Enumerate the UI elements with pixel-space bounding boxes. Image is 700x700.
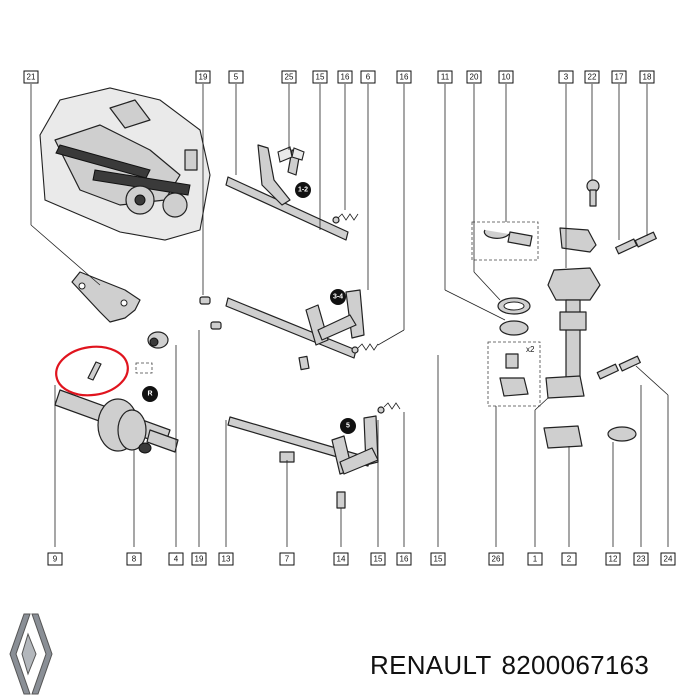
svg-text:19: 19 — [199, 73, 208, 82]
callout-15: 15 — [370, 552, 386, 566]
callout-24: 24 — [660, 552, 676, 566]
fork-rail-3-4 — [225, 289, 365, 371]
detent-springs — [332, 213, 401, 414]
svg-text:3: 3 — [564, 73, 569, 82]
callout-20: 20 — [466, 70, 482, 84]
svg-text:14: 14 — [337, 555, 346, 564]
svg-text:17: 17 — [615, 73, 624, 82]
svg-text:5: 5 — [234, 73, 239, 82]
svg-text:10: 10 — [502, 73, 511, 82]
svg-text:4: 4 — [174, 555, 179, 564]
svg-text:16: 16 — [400, 73, 409, 82]
svg-text:16: 16 — [341, 73, 350, 82]
bush-part — [147, 331, 169, 349]
callout-8: 8 — [126, 552, 142, 566]
callout-26: 26 — [488, 552, 504, 566]
svg-text:18: 18 — [643, 73, 652, 82]
callout-17: 17 — [611, 70, 627, 84]
svg-text:21: 21 — [27, 73, 36, 82]
svg-text:3-4: 3-4 — [333, 294, 343, 301]
svg-text:22: 22 — [588, 73, 597, 82]
callout-16: 16 — [396, 70, 412, 84]
callout-6: 6 — [360, 70, 376, 84]
svg-text:8: 8 — [132, 555, 137, 564]
selector-bracket-plate — [71, 271, 141, 323]
svg-text:15: 15 — [434, 555, 443, 564]
svg-text:2: 2 — [567, 555, 572, 564]
callout-1: 1 — [527, 552, 543, 566]
svg-text:24: 24 — [664, 555, 673, 564]
fork-rail-5 — [227, 415, 379, 509]
gear-badge-r: R — [142, 386, 158, 402]
gear-badge-3-4: 3-4 — [330, 289, 346, 305]
callout-4: 4 — [168, 552, 184, 566]
svg-text:20: 20 — [470, 73, 479, 82]
svg-text:6: 6 — [366, 73, 371, 82]
roll-pin-highlighted — [55, 345, 129, 397]
callout-12: 12 — [605, 552, 621, 566]
svg-text:7: 7 — [285, 555, 290, 564]
callout-15: 15 — [312, 70, 328, 84]
svg-text:12: 12 — [609, 555, 618, 564]
quantity-label: x2 — [526, 345, 535, 354]
part-caption: RENAULT 8200067163 — [370, 650, 659, 681]
svg-text:13: 13 — [222, 555, 231, 564]
interlock-pins — [199, 296, 222, 330]
svg-text:R: R — [147, 391, 152, 398]
gear-badge-5: 5 — [340, 418, 356, 434]
callout-21: 21 — [23, 70, 39, 84]
svg-text:15: 15 — [374, 555, 383, 564]
reverse-shaft-assembly — [54, 389, 179, 454]
svg-text:19: 19 — [195, 555, 204, 564]
callout-11: 11 — [437, 70, 453, 84]
callout-5: 5 — [228, 70, 244, 84]
brand-name: RENAULT — [370, 650, 492, 680]
callout-16: 16 — [337, 70, 353, 84]
callout-9: 9 — [47, 552, 63, 566]
callout-22: 22 — [584, 70, 600, 84]
callout-13: 13 — [218, 552, 234, 566]
callout-10: 10 — [498, 70, 514, 84]
part-number: 8200067163 — [501, 650, 650, 680]
callout-3: 3 — [558, 70, 574, 84]
callout-18: 18 — [639, 70, 655, 84]
svg-text:11: 11 — [441, 73, 450, 82]
callout-19: 19 — [191, 552, 207, 566]
renault-logo — [9, 613, 53, 695]
svg-text:1: 1 — [533, 555, 538, 564]
callout-25: 25 — [281, 70, 297, 84]
svg-text:25: 25 — [285, 73, 294, 82]
callout-19: 19 — [195, 70, 211, 84]
callout-7: 7 — [279, 552, 295, 566]
svg-text:9: 9 — [53, 555, 58, 564]
svg-text:5: 5 — [346, 423, 350, 430]
gear-badge-1-2: 1-2 — [295, 182, 311, 198]
selector-shaft-assembly — [471, 179, 657, 449]
gearbox-housing-illustration — [39, 87, 211, 241]
svg-text:26: 26 — [492, 555, 501, 564]
callout-14: 14 — [333, 552, 349, 566]
leader-lines — [30, 84, 669, 547]
svg-text:15: 15 — [316, 73, 325, 82]
svg-text:1-2: 1-2 — [298, 187, 308, 194]
fork-rail-1-2 — [225, 144, 349, 241]
svg-text:16: 16 — [400, 555, 409, 564]
callout-15: 15 — [430, 552, 446, 566]
callout-23: 23 — [633, 552, 649, 566]
svg-text:23: 23 — [637, 555, 646, 564]
callout-2: 2 — [561, 552, 577, 566]
callout-16: 16 — [396, 552, 412, 566]
